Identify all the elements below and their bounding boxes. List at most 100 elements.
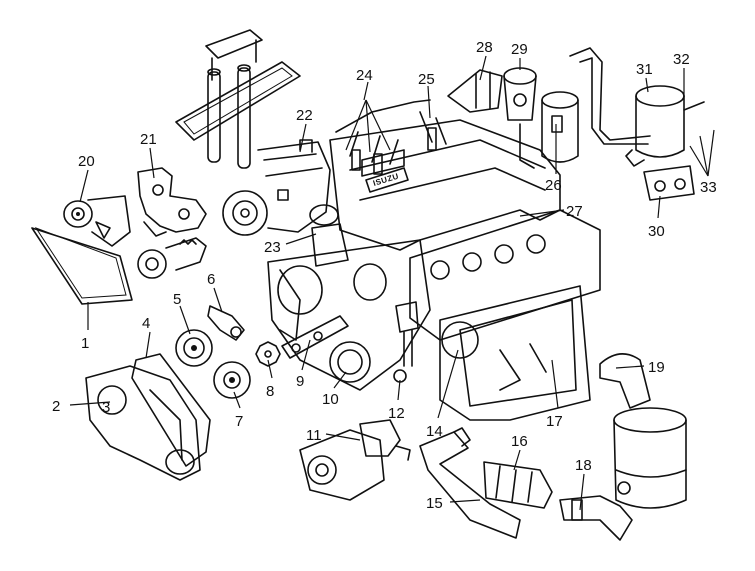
leader-19 — [615, 365, 645, 369]
part-engine-block — [267, 119, 561, 391]
callout-labels: 1 2 3 4 5 6 7 8 9 10 11 12 14 15 16 17 1… — [52, 39, 717, 512]
leader-25 — [427, 85, 431, 119]
part-push-rods — [207, 64, 251, 169]
leader-12 — [397, 379, 401, 401]
part-lower-hose — [419, 427, 521, 539]
part-injection-pump — [222, 139, 331, 236]
leader-33a — [689, 145, 709, 177]
leader-23 — [285, 233, 317, 245]
leader-24c — [365, 99, 391, 151]
part-front-seal — [329, 341, 371, 383]
callout-2: 2 — [52, 398, 60, 415]
leader-28 — [479, 55, 487, 81]
callout-22: 22 — [296, 107, 313, 124]
part-crank-gear — [213, 361, 251, 399]
part-priming-pump — [625, 85, 705, 167]
callout-26: 26 — [545, 177, 562, 194]
leader-27 — [519, 209, 565, 217]
leader-21 — [149, 147, 155, 179]
leader-33b — [707, 129, 715, 177]
callout-10: 10 — [322, 391, 339, 408]
part-small-sprocket — [255, 341, 281, 367]
leader-24b — [365, 99, 371, 153]
part-intake-elbow — [599, 353, 651, 409]
part-head-gasket — [409, 209, 601, 341]
part-tensioner-arm — [207, 305, 245, 341]
leader-9 — [301, 339, 311, 371]
callout-33: 33 — [700, 179, 717, 196]
callout-11: 11 — [306, 427, 322, 444]
part-timing-belt — [131, 353, 211, 467]
leader-7 — [233, 391, 241, 409]
callout-8: 8 — [266, 383, 274, 400]
part-fuel-pipes — [569, 47, 651, 145]
callout-18: 18 — [575, 457, 592, 474]
callout-17: 17 — [546, 413, 563, 430]
leader-14 — [437, 349, 459, 419]
leader-22 — [299, 123, 307, 153]
callout-3: 3 — [102, 399, 110, 416]
leader-16 — [513, 449, 521, 471]
callout-6: 6 — [207, 271, 215, 288]
callout-24: 24 — [356, 67, 373, 84]
callout-28: 28 — [476, 39, 493, 56]
callout-16: 16 — [511, 433, 528, 450]
leader-5 — [179, 305, 191, 335]
callout-27: 27 — [566, 203, 583, 220]
part-oil-sender — [393, 301, 419, 383]
part-tensioner-pulley — [63, 195, 131, 247]
leader-4 — [145, 331, 151, 359]
leader-33 — [699, 135, 709, 177]
callout-7: 7 — [235, 413, 243, 430]
callout-30: 30 — [648, 223, 665, 240]
part-mount-bracket — [137, 167, 207, 237]
part-hose-clamp — [559, 495, 633, 541]
leader-10 — [333, 371, 347, 389]
callout-31: 31 — [636, 61, 653, 78]
callout-29: 29 — [511, 41, 528, 58]
callout-25: 25 — [418, 71, 435, 88]
callout-19: 19 — [648, 359, 665, 376]
callout-9: 9 — [296, 373, 304, 390]
callout-20: 20 — [78, 153, 95, 170]
leader-31 — [645, 77, 649, 93]
callout-5: 5 — [173, 291, 181, 308]
callout-15: 15 — [426, 495, 443, 512]
callout-1: 1 — [81, 335, 89, 352]
leader-24 — [363, 81, 369, 101]
leader-18 — [579, 473, 585, 511]
part-idler-pulley — [137, 237, 207, 279]
part-fuel-filter-head — [503, 67, 537, 169]
part-intake-hose — [483, 461, 553, 509]
leader-20 — [79, 169, 89, 203]
engine-brand-plate: ISUZU — [365, 167, 409, 193]
part-air-filter — [613, 407, 687, 509]
part-timing-cover — [85, 365, 201, 481]
callout-12: 12 — [388, 405, 405, 422]
callout-21: 21 — [140, 131, 157, 148]
part-camshaft — [281, 315, 349, 359]
leader-2 — [69, 401, 111, 406]
part-glow-plugs — [335, 99, 447, 175]
part-filter-cartridge — [541, 91, 579, 163]
leader-15 — [449, 499, 481, 503]
part-water-pump — [299, 419, 411, 501]
leader-17 — [551, 359, 559, 409]
leader-11 — [325, 433, 361, 441]
leader-30 — [657, 195, 661, 219]
callout-23: 23 — [264, 239, 281, 256]
callout-4: 4 — [142, 315, 150, 332]
leader-6 — [213, 287, 223, 313]
leader-lines — [69, 55, 715, 511]
part-pump-base — [643, 165, 695, 201]
part-side-cover — [439, 285, 591, 421]
callout-32: 32 — [673, 51, 690, 68]
part-filter-bracket — [447, 69, 503, 113]
part-drive-belt — [31, 226, 133, 305]
leader-8 — [267, 359, 273, 379]
part-thermostat-housing — [309, 204, 387, 301]
callout-14: 14 — [426, 423, 443, 440]
part-cam-gear — [175, 329, 213, 367]
